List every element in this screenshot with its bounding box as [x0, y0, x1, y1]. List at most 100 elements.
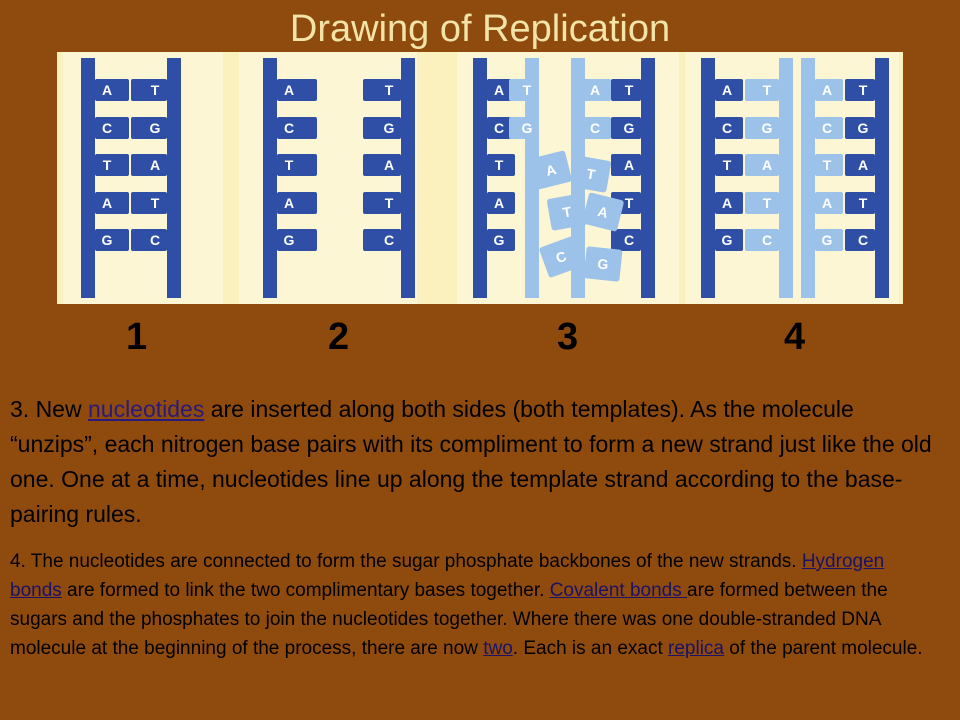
panel-2-base-2-left — [277, 154, 317, 176]
nucleotides-link[interactable]: nucleotides — [87, 396, 205, 422]
panel-1-base-1-right — [131, 117, 167, 139]
panel-2-base-3-right — [363, 192, 401, 214]
panel-4-m2-base-1-old — [845, 117, 875, 139]
panel-1-base-3-right-letter: T — [151, 195, 160, 211]
panel-2-base-1-right — [363, 117, 401, 139]
hydrogen-bonds-link[interactable]: Hydrogen bonds — [10, 551, 885, 601]
step-4-text-a: 4. The nucleotides are connected to form… — [10, 551, 802, 572]
panel-2-base-4-left-letter: G — [284, 232, 295, 248]
panel-2-right-backbone — [401, 58, 415, 298]
panel-4-m1-base-4-new — [745, 229, 779, 251]
panel-3-base-4-right-letter: C — [624, 232, 634, 248]
panel-4-m2-base-0-new-letter: A — [822, 82, 832, 98]
panel-3-base-4-left-letter: G — [494, 232, 505, 248]
panel-2-base-1-left-letter: C — [284, 120, 294, 136]
panel-3-base-4-left — [487, 229, 515, 251]
panel-1-base-3-right — [131, 192, 167, 214]
step-3-text-a: 3. New — [10, 396, 88, 422]
panel-4-m1-base-0-new-letter: T — [763, 82, 772, 98]
panel-number-2: 2 — [328, 316, 350, 358]
panel-3-free-nucleotide-shape — [530, 150, 572, 190]
panel-1-base-4-left — [95, 229, 129, 251]
step-4-text-c: are formed between the sugars and the ph… — [10, 580, 888, 659]
panel-3-free-nucleotide-4: A — [582, 192, 624, 232]
panel-4-molecule-2-new-backbone — [801, 58, 815, 298]
panel-1-base-4-right — [131, 229, 167, 251]
panel-3-new-base-right-1 — [583, 117, 611, 139]
panel-4-m2-base-1-old-letter: G — [858, 120, 869, 136]
panel-4-m1-base-2-new — [745, 154, 779, 176]
panel-4-m2-base-4-new — [815, 229, 843, 251]
panel-1-right-backbone — [167, 58, 181, 298]
panel-1-left-backbone — [81, 58, 95, 298]
panel-4-m1-base-1-old — [715, 117, 743, 139]
panel-2-base-1-right-letter: G — [384, 120, 395, 136]
panel-4-m2-base-3-old-letter: T — [859, 195, 868, 211]
panel-2-base-4-right — [363, 229, 401, 251]
panel-4-m1-base-1-new-letter: G — [762, 120, 773, 136]
replica-link[interactable]: replica — [668, 638, 724, 659]
two-link[interactable]: two — [483, 638, 513, 659]
panel-3-base-2-right-letter: A — [624, 157, 634, 173]
panel-4-m1-base-4-new-letter: C — [762, 232, 772, 248]
panel-3-base-2-right — [611, 154, 641, 176]
step-4-text-b: are formed to link the two complimentary… — [61, 580, 550, 601]
panel-number-1: 1 — [126, 316, 148, 358]
panel-1-base-3-left — [95, 192, 129, 214]
panel-3-base-3-left — [487, 192, 515, 214]
panel-2-base-0-left-letter: A — [284, 82, 294, 98]
panel-4-m2-base-2-new-letter: T — [823, 157, 832, 173]
step-4-text-e: of the parent molecule. — [724, 638, 923, 659]
panel-3-free-nucleotide-5: G — [583, 246, 623, 282]
panel-4-m1-base-3-old-letter: A — [722, 195, 732, 211]
panel-1-base-2-left-letter: T — [103, 157, 112, 173]
panel-4-m2-base-2-old — [845, 154, 875, 176]
covalent-bonds-link[interactable]: Covalent bonds — [549, 580, 688, 601]
panel-3-free-nucleotide-0: A — [530, 150, 572, 190]
panel-3-base-1-left — [487, 117, 515, 139]
panel-4-m2-base-1-new-letter: C — [822, 120, 832, 136]
step-3-paragraph: 3. New nucleotides are inserted along bo… — [10, 392, 940, 532]
panel-4-m2-base-4-old — [845, 229, 875, 251]
panel-number-3: 3 — [557, 316, 579, 358]
panel-4-m1-base-4-old-letter: G — [722, 232, 733, 248]
panel-4-m1-base-3-new-letter: T — [763, 195, 772, 211]
panel-1-base-4-left-letter: G — [102, 232, 113, 248]
panel-4-m2-base-4-new-letter: G — [822, 232, 833, 248]
panel-1-base-0-left-letter: A — [102, 82, 112, 98]
panel-1-base-0-right-letter: T — [151, 82, 160, 98]
panel-3-new-base-left-1-letter: G — [522, 120, 533, 136]
step-4-text-d: . Each is an exact — [512, 638, 669, 659]
panel-3-right-backbone — [641, 58, 655, 298]
panel-3-left-backbone — [473, 58, 487, 298]
panel-3-base-1-right-letter: G — [624, 120, 635, 136]
panel-3-free-nucleotide-letter: T — [585, 165, 597, 182]
panel-2-base-3-left-letter: A — [284, 195, 294, 211]
panel-1-base-0-right — [131, 79, 167, 101]
panel-3-base-1-right — [611, 117, 641, 139]
panel-4-m1-base-2-old-letter: T — [723, 157, 732, 173]
panel-2-base-1-left — [277, 117, 317, 139]
panel-3-free-nucleotide-2: C — [539, 236, 583, 278]
panel-3-new-base-right-1-letter: C — [590, 120, 600, 136]
panel-4-m1-base-1-old-letter: C — [722, 120, 732, 136]
panel-3-base-0-left — [487, 79, 515, 101]
panel-3-new-base-right-0 — [583, 79, 611, 101]
panel-4-m1-base-0-old-letter: A — [722, 82, 732, 98]
step-3-text-b: are inserted along both sides (both temp… — [10, 396, 932, 527]
panel-3-free-nucleotide-letter: G — [597, 255, 610, 272]
panel-1-base-1-right-letter: G — [150, 120, 161, 136]
panel-2-left-backbone — [263, 58, 277, 298]
panel-3-free-nucleotide-shape — [582, 192, 624, 232]
panel-2-base-0-left — [277, 79, 317, 101]
panel-4-m2-base-1-new — [815, 117, 843, 139]
panel-3-new-base-left-0 — [509, 79, 539, 101]
panel-4-m2-base-2-old-letter: A — [858, 157, 868, 173]
panel-1-base-2-right-letter: A — [150, 157, 160, 173]
panel-3-new-base-right-0-letter: A — [590, 82, 600, 98]
step-4-paragraph: 4. The nucleotides are connected to form… — [10, 547, 940, 663]
panel-4-m1-base-1-new — [745, 117, 779, 139]
panel-3-base-1-left-letter: C — [494, 120, 504, 136]
